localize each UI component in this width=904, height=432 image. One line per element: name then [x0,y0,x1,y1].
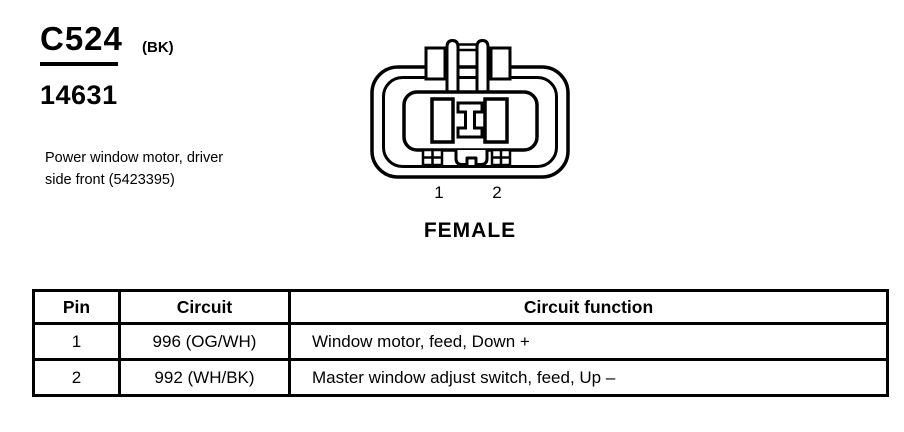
connector-color-code: (BK) [142,39,174,56]
connector-id-underline [40,62,118,66]
pin-1-number: 1 [434,183,443,202]
table-row: 2 992 (WH/BK) Master window adjust switc… [32,358,889,397]
circuit-cell: 996 (OG/WH) [118,322,291,361]
circuit-column-header: Circuit [118,289,291,325]
circuit-function-cell: Window motor, feed, Down + [288,322,889,361]
circuit-function-cell: Master window adjust switch, feed, Up – [288,358,889,397]
pin-2-cavity [483,97,509,144]
right-index-foot [490,148,512,167]
connector-id-heading: C524 [40,20,123,57]
center-keyway-notch [454,150,489,166]
pin-cell: 1 [32,322,121,361]
pin-1-cavity [430,97,455,144]
latch-left-bar [445,38,460,95]
description-line-1: Power window motor, driver [45,150,224,166]
connector-description: Power window motor, driver side front (5… [45,147,223,191]
latch-right-tab [489,46,512,81]
circuit-cell: 992 (WH/BK) [118,358,291,397]
pin-column-header: Pin [32,289,121,325]
pin-cell: 2 [32,358,121,397]
connector-middle-ring [382,76,558,168]
left-index-foot [421,148,444,167]
connector-gender-label: FEMALE [423,219,517,242]
pinout-table: Pin Circuit Circuit function 1 996 (OG/W… [32,289,889,397]
table-header-row: Pin Circuit Circuit function [32,289,889,325]
center-key-ibeam [456,101,484,139]
part-number: 14631 [40,80,118,110]
description-line-2: side front (5423395) [45,172,175,188]
connector-diagram: 1 2 [370,38,570,202]
latch-left-tab [424,46,447,81]
table-row: 1 996 (OG/WH) Window motor, feed, Down + [32,322,889,361]
latch-right-bar [475,38,490,95]
pin-2-number: 2 [492,183,501,202]
circuit-function-column-header: Circuit function [288,289,889,325]
